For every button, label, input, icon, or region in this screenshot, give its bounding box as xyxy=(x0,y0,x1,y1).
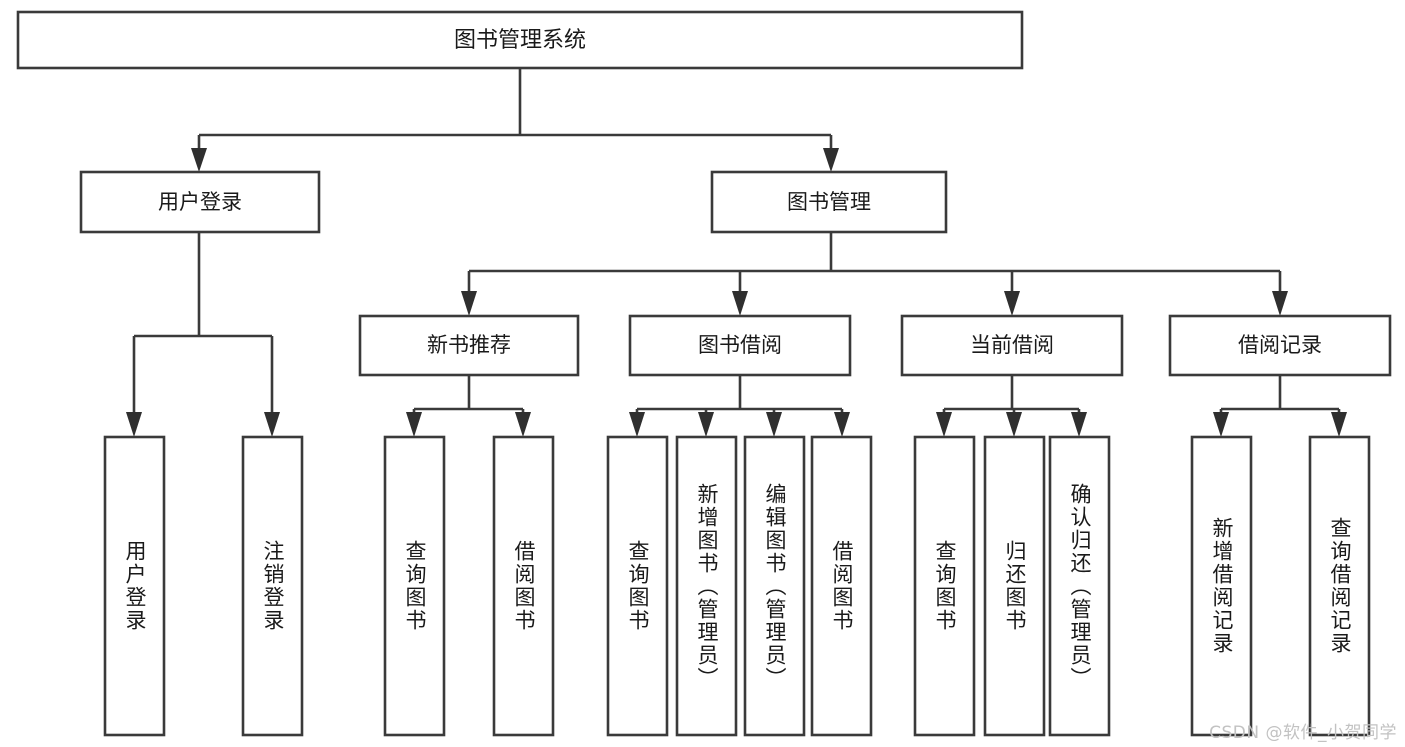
node-borrow-record-label: 借阅记录 xyxy=(1238,333,1322,357)
node-root[interactable]: 图书管理系统 xyxy=(16,10,1024,70)
arrow-head-leaf-query-borrow-record xyxy=(1331,412,1347,437)
arrow-head-current-borrow xyxy=(1004,291,1020,316)
arrow-head-leaf-user-login xyxy=(126,412,142,437)
arrow-head-new-book-recommend xyxy=(461,291,477,316)
node-leaf-query-book-3-box[interactable] xyxy=(913,435,976,737)
node-new-book-recommend-box[interactable] xyxy=(358,314,580,377)
arrow-head-leaf-add-book xyxy=(698,412,714,437)
node-leaf-return-book-box[interactable] xyxy=(983,435,1046,737)
node-leaf-query-borrow-record-box[interactable] xyxy=(1308,435,1371,737)
node-leaf-logout-login-box[interactable] xyxy=(241,435,304,737)
node-root-box[interactable] xyxy=(16,10,1024,70)
node-book-management[interactable]: 图书管理 xyxy=(710,170,948,234)
arrow-head-user-login xyxy=(191,148,207,172)
node-leaf-borrow-book-2-box[interactable] xyxy=(810,435,873,737)
node-current-borrow-box[interactable] xyxy=(900,314,1124,377)
node-new-book-recommend-label: 新书推荐 xyxy=(427,333,511,357)
arrow-head-leaf-borrow-book-2 xyxy=(834,412,850,437)
arrow-head-leaf-query-book-3 xyxy=(936,412,952,437)
node-leaf-add-borrow-record-box[interactable] xyxy=(1190,435,1253,737)
node-book-borrow-box[interactable] xyxy=(628,314,852,377)
node-user-login-box[interactable] xyxy=(79,170,321,234)
node-new-book-recommend[interactable]: 新书推荐 xyxy=(358,314,580,377)
arrow-head-leaf-edit-book xyxy=(766,412,782,437)
arrow-head-leaf-query-book-1 xyxy=(406,412,422,437)
node-leaf-edit-book-box[interactable] xyxy=(743,435,806,737)
node-book-management-box[interactable] xyxy=(710,170,948,234)
connector-layer xyxy=(126,68,1347,437)
node-layer: 图书管理系统 用户登录 图书管理 新书推荐 图书借阅 xyxy=(16,10,1392,737)
node-leaf-user-login-box[interactable] xyxy=(103,435,166,737)
arrow-head-leaf-add-borrow-record xyxy=(1213,412,1229,437)
node-leaf-add-book-box[interactable] xyxy=(675,435,738,737)
node-book-borrow-label: 图书借阅 xyxy=(698,333,782,357)
node-borrow-record-box[interactable] xyxy=(1168,314,1392,377)
arrow-head-leaf-logout-login xyxy=(264,412,280,437)
csdn-watermark: CSDN @软件_小贺同学 xyxy=(1209,723,1397,743)
node-user-login[interactable]: 用户登录 xyxy=(79,170,321,234)
node-root-label: 图书管理系统 xyxy=(454,28,586,53)
node-current-borrow-label: 当前借阅 xyxy=(970,333,1054,357)
arrow-head-leaf-confirm-return xyxy=(1071,412,1087,437)
node-leaf-query-book-2-box[interactable] xyxy=(606,435,669,737)
arrow-head-book-management xyxy=(823,148,839,172)
arrow-head-leaf-return-book xyxy=(1006,412,1022,437)
node-leaf-query-book-1-box[interactable] xyxy=(383,435,446,737)
node-leaf-borrow-book-1-box[interactable] xyxy=(492,435,555,737)
node-current-borrow[interactable]: 当前借阅 xyxy=(900,314,1124,377)
node-book-management-label: 图书管理 xyxy=(787,190,871,214)
node-user-login-label: 用户登录 xyxy=(158,190,242,214)
node-leaf-confirm-return-box[interactable] xyxy=(1048,435,1111,737)
arrow-head-leaf-borrow-book-1 xyxy=(515,412,531,437)
arrow-head-borrow-record xyxy=(1272,291,1288,316)
node-book-borrow[interactable]: 图书借阅 xyxy=(628,314,852,377)
arrow-head-leaf-query-book-2 xyxy=(629,412,645,437)
arrow-head-book-borrow xyxy=(732,291,748,316)
node-borrow-record[interactable]: 借阅记录 xyxy=(1168,314,1392,377)
